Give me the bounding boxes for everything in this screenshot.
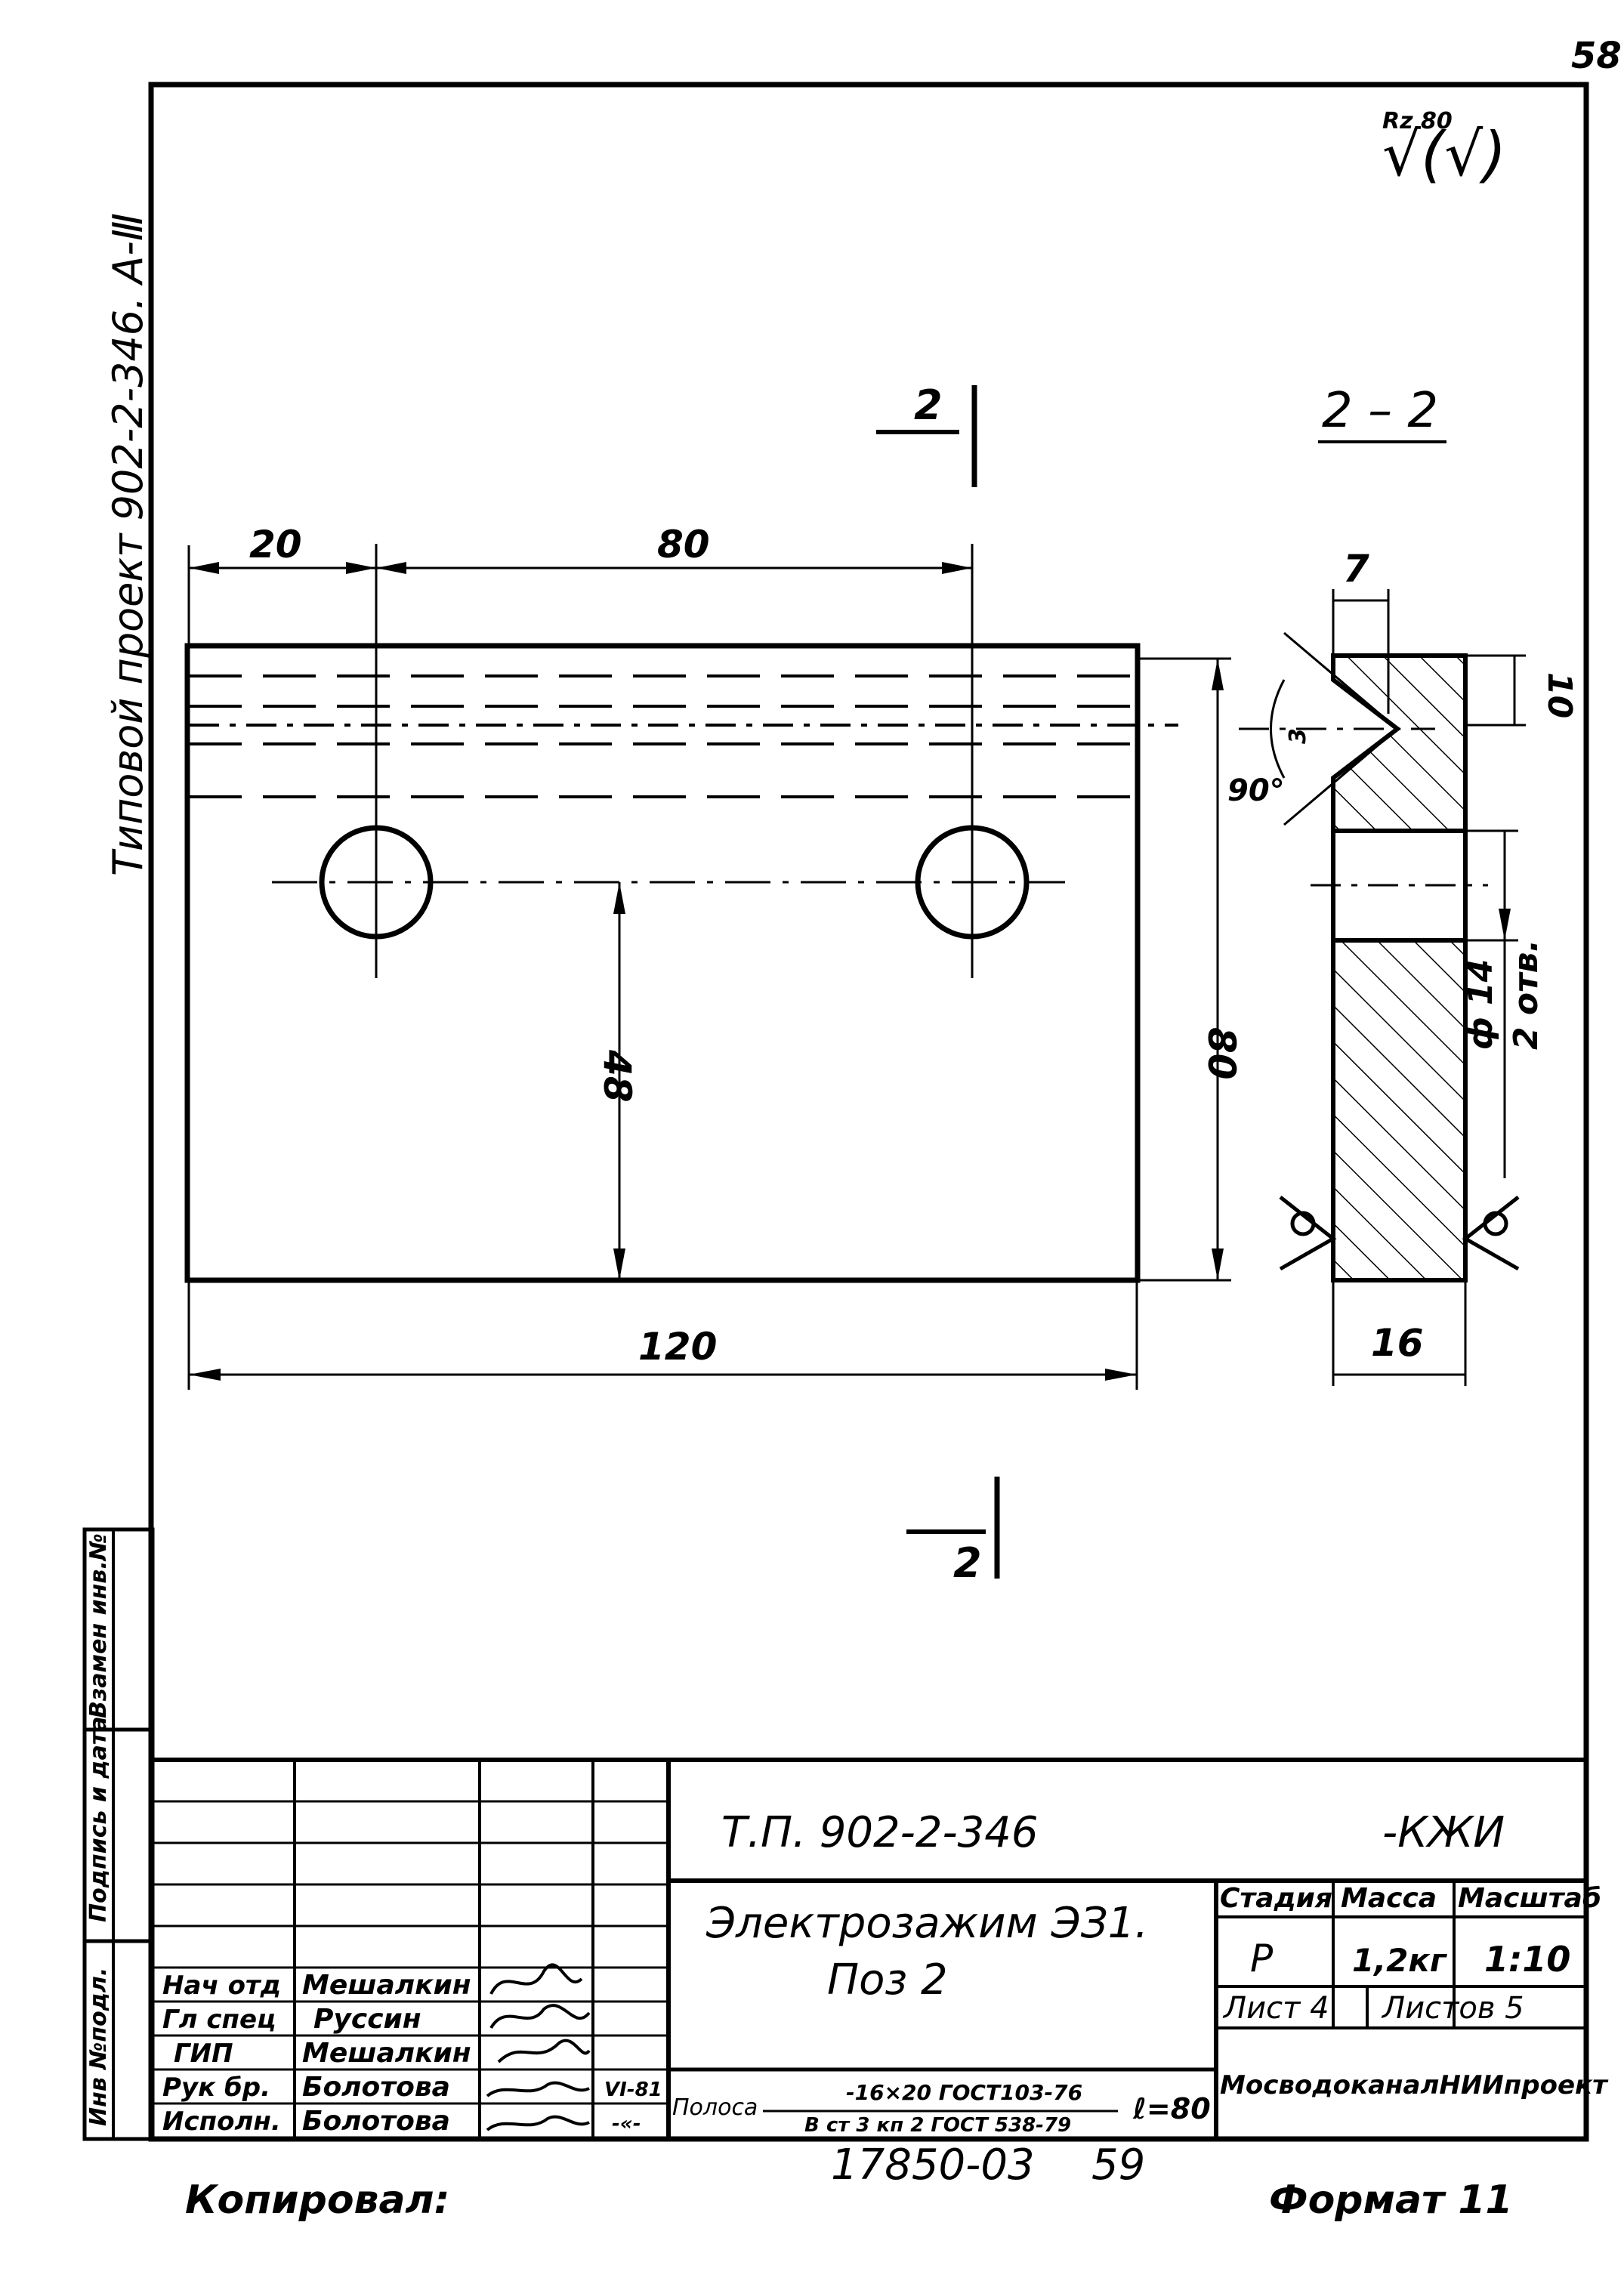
signature xyxy=(486,2115,590,2131)
groove-ray-bottom xyxy=(1283,727,1398,826)
section-view: 90° 3 7 10 ф 14 2 отв. 16 xyxy=(1227,547,1579,1386)
dim-arrow xyxy=(189,562,219,574)
section-mark-bottom: 2 xyxy=(953,1539,982,1587)
dim-arrow xyxy=(1499,909,1511,940)
doc-code: Т.П. 902-2-346 xyxy=(721,1808,1039,1857)
dim-bottom-120: 120 xyxy=(638,1325,717,1369)
dim-section-10: 10 xyxy=(1540,672,1579,718)
roughness-symbol: √(√) xyxy=(1382,119,1506,190)
footer-page: 59 xyxy=(1091,2140,1145,2190)
name-2: Мешалкин xyxy=(302,2038,471,2069)
weld-circle-right xyxy=(1483,1211,1508,1236)
role-1: Гл спец xyxy=(162,2005,276,2035)
role-3: Рук бр. xyxy=(162,2073,270,2103)
part-position: Поз 2 xyxy=(827,1955,948,2005)
dim-section-7: 7 xyxy=(1343,547,1369,591)
section-hatch-bottom xyxy=(1331,938,1468,1282)
role-2: ГИП xyxy=(174,2039,233,2069)
role-4: Исполн. xyxy=(162,2107,281,2137)
col-scale: Масштаб xyxy=(1458,1883,1601,1914)
copied-label: Копировал: xyxy=(185,2178,449,2223)
dim-left-20: 20 xyxy=(249,523,302,566)
dim-arrow xyxy=(1212,659,1224,690)
name-3: Болотова xyxy=(302,2072,450,2103)
dim-arrow xyxy=(942,562,972,574)
dim-section-16: 16 xyxy=(1371,1321,1424,1365)
signature xyxy=(489,2004,591,2029)
signature xyxy=(486,2081,590,2097)
side-stamp-sign: Подпись и дата xyxy=(85,1717,112,1922)
front-view: 20 80 120 80 48 xyxy=(184,523,1243,1390)
dim-arrow xyxy=(613,882,625,914)
stage-value: Р xyxy=(1250,1937,1274,1980)
roughness-label: Rz 80 xyxy=(1382,108,1453,134)
dim-arrow xyxy=(1105,1369,1137,1381)
angle-arc xyxy=(1270,679,1286,779)
hole-diameter: ф 14 xyxy=(1462,959,1500,1050)
name-4: Болотова xyxy=(302,2106,450,2137)
weld-mark-left xyxy=(1279,1196,1337,1271)
date-4: -«- xyxy=(612,2113,641,2135)
part-name: Электрозажим ЭЗ1. xyxy=(705,1899,1148,1948)
section-title: 2 – 2 xyxy=(1322,383,1438,439)
sheets-label: Листов 5 xyxy=(1381,1991,1524,2026)
title-block: Нач отд Мешалкин Гл спец Руссин ГИП Меша… xyxy=(151,1758,1609,2139)
dim-arrow xyxy=(376,562,406,574)
col-stage: Стадия xyxy=(1220,1883,1332,1914)
sheet-label: Лист 4 xyxy=(1222,1991,1329,2026)
dim-arrow xyxy=(189,1369,221,1381)
mass-value: 1,2кг xyxy=(1352,1942,1448,1979)
material-top: -16×20 ГОСТ103-76 xyxy=(846,2080,1082,2105)
material-bottom: В ст 3 кп 2 ГОСТ 538-79 xyxy=(804,2114,1071,2137)
weld-mark-right xyxy=(1462,1196,1520,1271)
hole-count: 2 отв. xyxy=(1507,940,1545,1050)
material-length: ℓ=80 xyxy=(1132,2092,1211,2125)
name-0: Мешалкин xyxy=(302,1970,471,2001)
date-3: VI-81 xyxy=(604,2079,662,2101)
section-mark-top: 2 xyxy=(914,381,943,429)
side-title: Типовой проект 902-2-346. А-Ⅲ xyxy=(104,213,152,876)
dim-arrow xyxy=(346,562,376,574)
section-hatch-top xyxy=(1331,653,1468,833)
plate-outline xyxy=(184,643,1141,1283)
format-label: Формат 11 xyxy=(1269,2178,1513,2223)
dim-top-80: 80 xyxy=(657,523,710,566)
col-mass: Масса xyxy=(1341,1883,1437,1914)
scale-value: 1:10 xyxy=(1484,1939,1570,1980)
side-stamp: Инв №подл. Подпись и дата Взамен инв.№ xyxy=(82,1527,155,2141)
dim-arrow xyxy=(1212,1248,1224,1280)
groove-ray-top xyxy=(1283,631,1398,730)
weld-circle-left xyxy=(1290,1211,1316,1236)
dim-arrow xyxy=(613,1248,625,1280)
side-stamp-frame xyxy=(82,1527,155,2141)
chamfer-3: 3 xyxy=(1285,728,1311,744)
page-number: 58 xyxy=(1571,35,1622,77)
drawing-frame xyxy=(148,82,1589,2142)
doc-suffix: -КЖИ xyxy=(1382,1808,1505,1857)
dim-height-80: 80 xyxy=(1199,1027,1243,1080)
signature xyxy=(489,1963,583,1995)
doc-number: 17850-03 xyxy=(831,2140,1035,2190)
angle-90: 90° xyxy=(1227,773,1285,808)
side-stamp-replace: Взамен инв.№ xyxy=(85,1533,112,1718)
material-prefix: Полоса xyxy=(672,2094,758,2121)
dim-axis-48: 48 xyxy=(595,1049,639,1103)
name-1: Руссин xyxy=(313,2004,421,2035)
signature xyxy=(497,2039,591,2063)
side-stamp-inv: Инв №подл. xyxy=(85,1968,112,2126)
organization: МосводоканалНИИпроект xyxy=(1220,2070,1609,2100)
role-0: Нач отд xyxy=(162,1971,281,2001)
